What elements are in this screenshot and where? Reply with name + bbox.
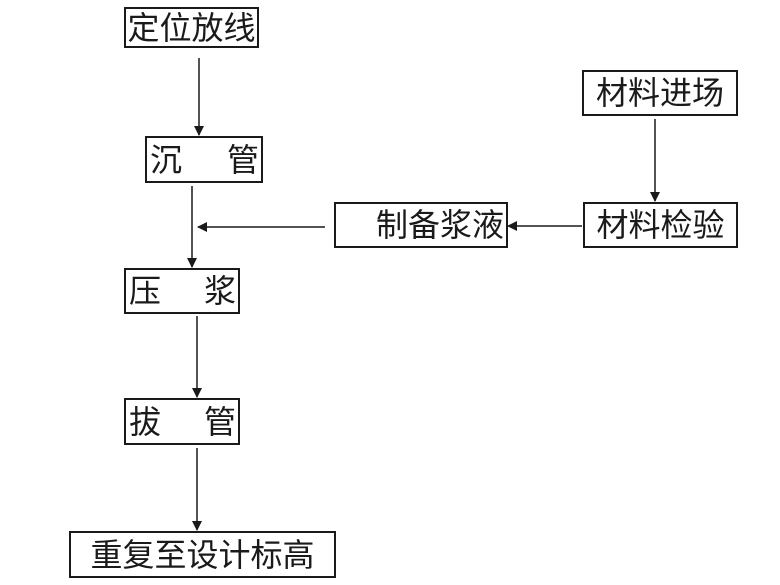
node-chongfu: 重复至设计标高 bbox=[69, 531, 336, 578]
node-zhibeijiangye: 制备浆液 bbox=[334, 202, 508, 248]
node-label: 制备浆液 bbox=[375, 206, 504, 244]
node-cailiaojinchang: 材料进场 bbox=[582, 70, 738, 116]
node-label: 重复至设计标高 bbox=[90, 535, 315, 574]
node-label-char: 拔 bbox=[129, 402, 162, 441]
node-label-char: 压 bbox=[129, 272, 162, 310]
node-label-char: 沉 bbox=[150, 140, 183, 179]
node-label-char: 管 bbox=[203, 402, 236, 441]
node-label-char: 浆 bbox=[203, 272, 236, 310]
node-cailiaojianyan: 材料检验 bbox=[583, 202, 738, 248]
node-label: 材料进场 bbox=[595, 74, 724, 112]
node-label: 定位放线 bbox=[127, 8, 256, 47]
node-yajiang: 压 浆 bbox=[124, 268, 240, 314]
node-label: 材料检验 bbox=[596, 206, 725, 244]
node-chenguan: 沉 管 bbox=[145, 136, 263, 183]
node-label-char: 管 bbox=[226, 140, 259, 179]
node-dingweifangxian: 定位放线 bbox=[124, 7, 259, 48]
node-baguan: 拔 管 bbox=[124, 398, 240, 445]
